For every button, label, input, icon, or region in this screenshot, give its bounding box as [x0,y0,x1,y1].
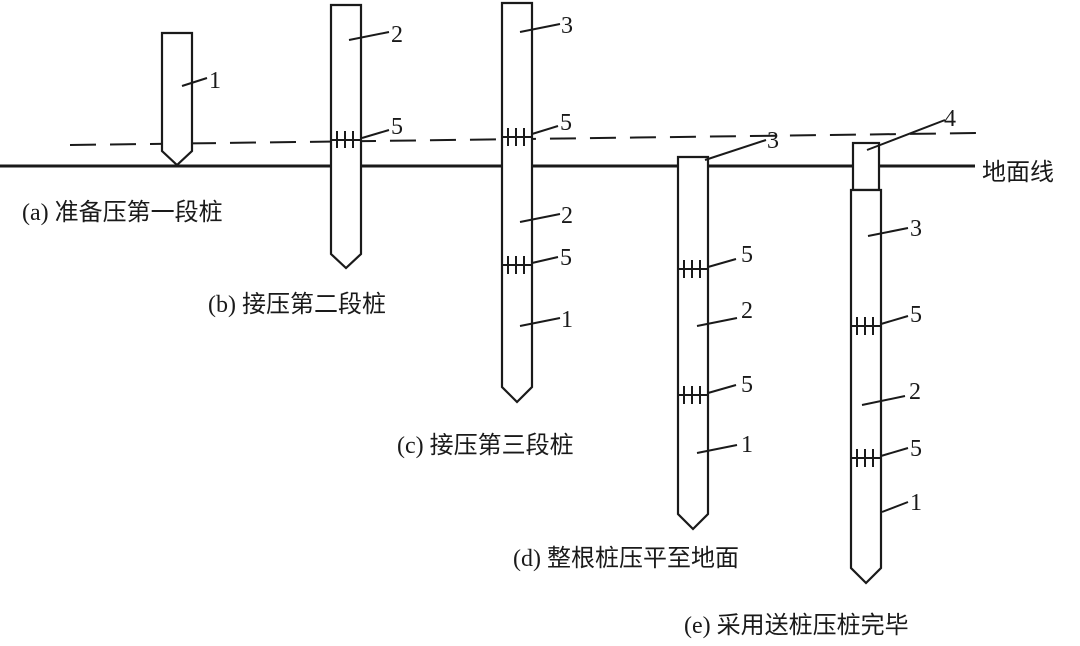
caption-d: (d) 整根桩压平至地面 [513,545,739,572]
pile-e-label-5-upper: 5 [910,302,922,328]
pile-b-label-2: 2 [391,22,403,48]
pile-c-joint-upper [502,128,532,146]
pile-d: 3 5 2 5 1 [676,128,779,531]
pile-e-leader-3 [867,227,909,237]
pile-e-leader-5-lower [880,447,909,457]
pile-c-label-5-lower: 5 [560,245,572,271]
pile-c-leader-5-upper [531,125,559,135]
pile-c-leader-3 [519,23,561,33]
pile-a: 1 [160,31,221,167]
pile-e-leader-4 [866,119,946,151]
pile-d-leader-1 [696,444,738,454]
pile-d-label-2: 2 [741,298,753,324]
pile-e-leader-5-upper [880,315,909,325]
pile-e-label-1: 1 [910,490,922,516]
pile-b-leader-2 [348,31,390,41]
pile-d-label-5-lower: 5 [741,372,753,398]
pile-a-label-1: 1 [209,68,221,94]
pile-d-label-3: 3 [767,128,779,154]
pile-c: 3 5 2 5 1 [500,1,573,404]
pile-b-joint [331,131,361,148]
pile-e-label-5-lower: 5 [910,436,922,462]
pile-c-body [500,1,534,404]
pile-d-joint-upper [678,260,708,278]
pile-b: 2 5 [329,3,403,270]
caption-c: (c) 接压第三段桩 [397,432,574,459]
pile-d-body [676,155,710,531]
pile-b-label-5: 5 [391,114,403,140]
caption-a: (a) 准备压第一段桩 [22,199,223,226]
pile-c-leader-1 [519,317,561,327]
pile-d-leader-5-upper [707,258,737,268]
pile-c-leader-5-lower [531,256,559,264]
pile-c-label-3: 3 [561,13,573,39]
pile-c-label-5-upper: 5 [560,110,572,136]
pile-e-leader-1 [881,501,909,513]
pile-c-label-1: 1 [561,307,573,333]
caption-b: (b) 接压第二段桩 [208,291,386,318]
pile-d-label-1: 1 [741,432,753,458]
pile-e-label-2: 2 [909,379,921,405]
pile-a-leader-1 [181,77,208,87]
pile-e-leader-2 [861,395,906,406]
pile-d-leader-2 [696,317,738,327]
pile-e-joint-lower [851,449,881,467]
pile-d-leader-3 [704,139,767,161]
pile-c-leader-2 [519,213,561,223]
pile-d-leader-5-lower [707,384,737,394]
pile-c-label-2: 2 [561,203,573,229]
caption-e: (e) 采用送桩压桩完毕 [684,612,909,639]
pile-e: 4 3 5 2 5 1 [849,106,956,585]
pile-b-leader-5 [361,129,390,139]
pile-e-joint-upper [851,317,881,335]
pile-e-follower-segment-4 [851,141,881,192]
pile-e-label-3: 3 [910,216,922,242]
pile-a-segment-1 [160,31,194,167]
pile-e-body [849,188,883,585]
pile-c-joint-lower [502,256,532,274]
pile-e-label-4: 4 [944,106,956,132]
pile-d-joint-lower [678,386,708,404]
pile-d-label-5-upper: 5 [741,242,753,268]
ground-line-label: 地面线 [982,159,1054,186]
